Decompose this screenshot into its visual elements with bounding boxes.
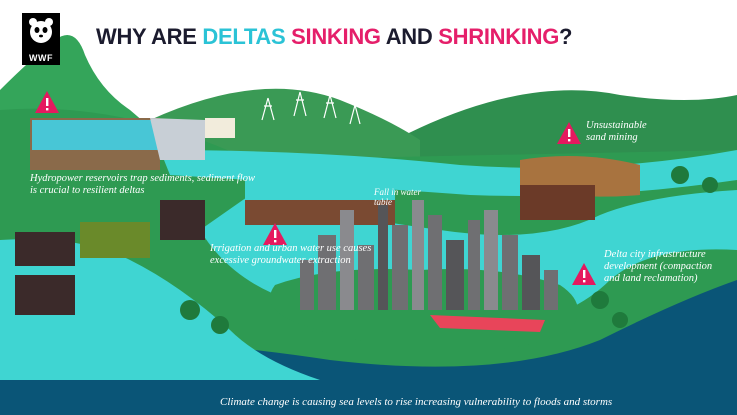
palm-trees (180, 166, 718, 334)
city-skyline (300, 200, 558, 310)
sand-pit (520, 185, 595, 220)
power-pylons (261, 91, 361, 125)
field-2 (80, 222, 150, 258)
title-part-question: ? (559, 24, 573, 49)
wwf-logo: WWF (22, 13, 60, 65)
warning-triangle-icon (557, 122, 581, 144)
field-1 (15, 232, 75, 266)
label-climate-change: Climate change is causing sea levels to … (220, 396, 613, 408)
deep-sea (0, 280, 737, 415)
power-station (205, 118, 235, 138)
title-part-1: WHY ARE (96, 24, 203, 49)
panda-logo-icon (29, 18, 53, 43)
field-3 (160, 200, 205, 240)
page-title: WHY ARE DELTAS SINKING AND SHRINKING? (96, 24, 572, 50)
groundwater-water (245, 180, 395, 200)
label-hydropower: Hydropower reservoirs trap sediments, se… (30, 173, 255, 197)
dam-wall (150, 118, 205, 160)
warning-triangle-icon (35, 91, 59, 113)
title-part-deltas: DELTAS (202, 24, 292, 49)
reservoir-water (32, 120, 158, 150)
label-sand-mining: Unsustainable sand mining (586, 120, 647, 144)
title-part-shrinking: SHRINKING (438, 24, 560, 49)
label-fall-in-water-table: Fall in water table (374, 187, 421, 208)
warning-triangle-icon (572, 263, 596, 285)
title-part-and: AND (380, 24, 439, 49)
warning-triangle-icon (263, 223, 287, 245)
title-part-sinking: SINKING (291, 24, 381, 49)
cargo-ship (430, 315, 545, 332)
label-irrigation: Irrigation and urban water use causes ex… (210, 243, 372, 267)
logo-text: WWF (29, 53, 53, 63)
label-delta-city: Delta city infrastructure development (c… (604, 249, 713, 285)
river-left (0, 239, 320, 380)
field-4 (15, 275, 75, 315)
